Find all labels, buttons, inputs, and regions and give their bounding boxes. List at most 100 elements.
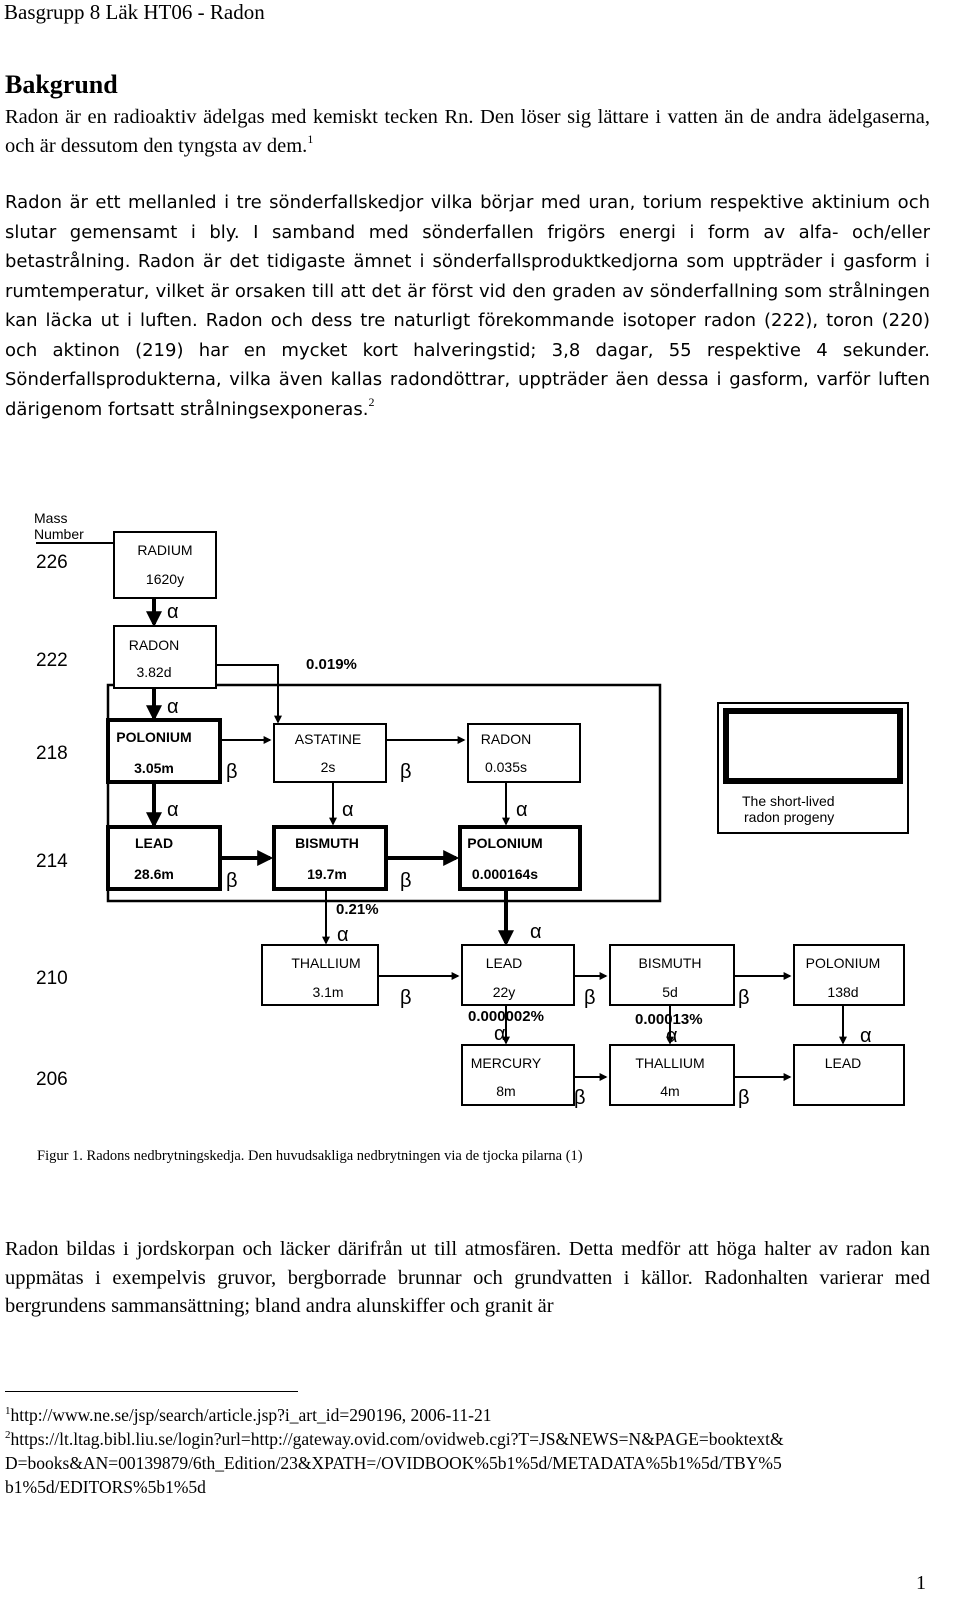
svg-text:8m: 8m bbox=[496, 1083, 515, 1099]
box-polonium-218: POLONIUM 3.05m bbox=[106, 718, 222, 784]
alpha-label: α bbox=[860, 1025, 872, 1047]
footnote-1-number: 1 bbox=[5, 1405, 11, 1417]
footnote-separator bbox=[5, 1391, 298, 1392]
figure-caption: Figur 1. Radons nedbrytningskedja. Den h… bbox=[37, 1148, 583, 1164]
svg-text:3.05m: 3.05m bbox=[134, 760, 174, 776]
beta-label: β bbox=[400, 761, 412, 783]
svg-text:3.82d: 3.82d bbox=[136, 664, 171, 680]
branch-percentage: 0.00013% bbox=[635, 1011, 703, 1028]
beta-label: β bbox=[400, 870, 412, 892]
footnote-2-line-3: b1%5d/EDITORS%5b1%5d bbox=[5, 1477, 206, 1497]
box-radon-218: RADON 0.035s bbox=[467, 723, 581, 783]
svg-text:POLONIUM: POLONIUM bbox=[467, 835, 542, 851]
mass-number-222: 222 bbox=[36, 650, 68, 671]
box-lead-214: LEAD 28.6m bbox=[106, 825, 222, 891]
svg-text:BISMUTH: BISMUTH bbox=[295, 835, 359, 851]
alpha-label: α bbox=[516, 799, 528, 821]
beta-label: β bbox=[400, 987, 412, 1009]
svg-text:LEAD: LEAD bbox=[486, 955, 523, 971]
svg-text:4m: 4m bbox=[660, 1083, 679, 1099]
box-astatine-218: ASTATINE 2s bbox=[273, 723, 387, 783]
box-radium-226: RADIUM 1620y bbox=[113, 531, 217, 599]
svg-text:BISMUTH: BISMUTH bbox=[639, 955, 702, 971]
box-radon-222: RADON 3.82d bbox=[113, 625, 217, 689]
svg-text:19.7m: 19.7m bbox=[307, 866, 347, 882]
beta-label: β bbox=[226, 761, 238, 783]
mass-label-line1: Mass bbox=[34, 510, 67, 526]
box-thallium-206: THALLIUM 4m bbox=[609, 1044, 735, 1106]
mass-number-226: 226 bbox=[36, 552, 68, 573]
box-polonium-214: POLONIUM 0.000164s bbox=[458, 825, 582, 891]
paragraph-2-part-a: Radon är ett mellanled i tre sönderfalls… bbox=[5, 192, 930, 272]
box-thallium-210: THALLIUM 3.1m bbox=[261, 944, 379, 1006]
alpha-label: α bbox=[167, 799, 179, 821]
alpha-label: α bbox=[342, 799, 354, 821]
svg-text:2s: 2s bbox=[321, 759, 336, 775]
section-heading: Bakgrund bbox=[5, 70, 118, 99]
alpha-label: α bbox=[494, 1023, 506, 1045]
page-header: Basgrupp 8 Läk HT06 - Radon bbox=[4, 0, 265, 24]
alpha-label: α bbox=[666, 1025, 678, 1047]
alpha-label: α bbox=[530, 921, 542, 943]
mass-number-218: 218 bbox=[36, 743, 68, 764]
svg-text:LEAD: LEAD bbox=[825, 1055, 862, 1071]
branch-percentage: 0.21% bbox=[336, 901, 379, 918]
box-polonium-210: POLONIUM 138d bbox=[793, 944, 905, 1006]
legend-text-line2: radon progeny bbox=[744, 809, 834, 825]
svg-text:0.035s: 0.035s bbox=[485, 759, 527, 775]
alpha-label: α bbox=[167, 601, 179, 623]
svg-text:ASTATINE: ASTATINE bbox=[295, 731, 361, 747]
beta-label: β bbox=[738, 987, 750, 1009]
svg-text:LEAD: LEAD bbox=[135, 835, 173, 851]
mass-number-206: 206 bbox=[36, 1069, 68, 1090]
paragraph-2-part-b: Radon är det tidigaste ämnet i sönderfal… bbox=[5, 251, 931, 420]
beta-label: β bbox=[584, 987, 596, 1009]
svg-text:POLONIUM: POLONIUM bbox=[116, 729, 191, 745]
beta-label: β bbox=[226, 870, 238, 892]
progeny-group-outline bbox=[106, 683, 662, 903]
paragraph-1: Radon är en radioaktiv ädelgas med kemis… bbox=[5, 106, 930, 157]
paragraph-2: Radon är ett mellanled i tre sönderfalls… bbox=[5, 188, 930, 424]
branch-percentage: 0.000002% bbox=[468, 1008, 544, 1025]
branch-percentage: 0.019% bbox=[306, 656, 357, 673]
mass-number-210: 210 bbox=[36, 968, 68, 989]
box-bismuth-210: BISMUTH 5d bbox=[609, 944, 735, 1006]
mass-number-214: 214 bbox=[36, 851, 68, 872]
svg-text:0.000164s: 0.000164s bbox=[472, 866, 538, 882]
footnote-1: 1http://www.ne.se/jsp/search/article.jsp… bbox=[5, 1404, 491, 1428]
box-mercury-206: MERCURY 8m bbox=[461, 1044, 575, 1106]
footnote-ref-2: 2 bbox=[368, 394, 375, 409]
legend-text-line1: The short-lived bbox=[742, 793, 835, 809]
legend-swatch bbox=[723, 708, 903, 784]
beta-label: β bbox=[738, 1087, 750, 1109]
alpha-label: α bbox=[337, 924, 349, 946]
svg-text:RADON: RADON bbox=[481, 731, 532, 747]
svg-text:MERCURY: MERCURY bbox=[471, 1055, 542, 1071]
page-number: 1 bbox=[916, 1572, 926, 1594]
svg-text:RADIUM: RADIUM bbox=[137, 542, 192, 558]
alpha-label: α bbox=[167, 696, 179, 718]
footnote-2: 2https://lt.ltag.bibl.liu.se/login?url=h… bbox=[5, 1428, 784, 1452]
footnote-ref-1: 1 bbox=[307, 131, 314, 146]
footnote-2-link[interactable]: https://lt.ltag.bibl.liu.se/login?url=ht… bbox=[10, 1429, 784, 1449]
svg-text:138d: 138d bbox=[827, 984, 858, 1000]
svg-text:THALLIUM: THALLIUM bbox=[291, 955, 360, 971]
svg-text:5d: 5d bbox=[662, 984, 678, 1000]
box-bismuth-214: BISMUTH 19.7m bbox=[272, 825, 388, 891]
box-lead-206: LEAD bbox=[793, 1044, 905, 1106]
radon-decay-chain-diagram: Mass Number 226 222 218 214 210 206 The … bbox=[34, 510, 909, 1109]
svg-text:28.6m: 28.6m bbox=[134, 866, 174, 882]
box-lead-210: LEAD 22y bbox=[461, 944, 575, 1006]
footnote-1-link[interactable]: http://www.ne.se/jsp/search/article.jsp?… bbox=[10, 1405, 492, 1425]
svg-text:POLONIUM: POLONIUM bbox=[806, 955, 881, 971]
paragraph-3: Radon bildas i jordskorpan och läcker dä… bbox=[5, 1238, 930, 1317]
beta-label: β bbox=[574, 1087, 586, 1109]
svg-text:1620y: 1620y bbox=[146, 571, 184, 587]
footnote-2-number: 2 bbox=[5, 1429, 11, 1441]
svg-text:22y: 22y bbox=[493, 984, 516, 1000]
svg-text:RADON: RADON bbox=[129, 637, 180, 653]
footnote-2-line-2: D=books&AN=00139879/6th_Edition/23&XPATH… bbox=[5, 1453, 782, 1473]
mass-label-line2: Number bbox=[34, 526, 84, 542]
decay-arrows bbox=[146, 598, 847, 1081]
svg-text:THALLIUM: THALLIUM bbox=[635, 1055, 704, 1071]
